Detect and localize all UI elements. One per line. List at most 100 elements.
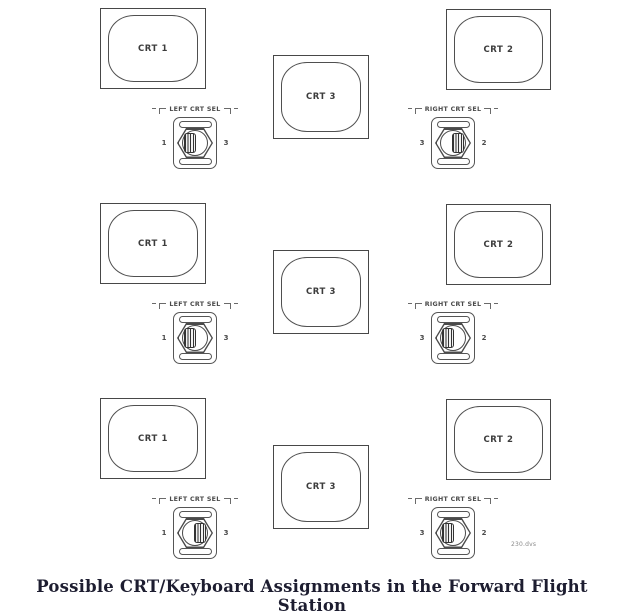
selector-title: RIGHT CRT SEL xyxy=(405,496,501,506)
switch-guard-bottom xyxy=(178,158,212,165)
crt-2-display: CRT 2 xyxy=(446,399,551,480)
bracket-left-icon xyxy=(414,108,422,114)
rotary-switch xyxy=(173,117,217,169)
selector-body: 1 3 xyxy=(147,117,243,169)
selector-title: LEFT CRT SEL xyxy=(147,301,243,311)
right-crt-selector: RIGHT CRT SEL 3 2 xyxy=(405,496,501,559)
selector-title: RIGHT CRT SEL xyxy=(405,106,501,116)
knob-grip-icon xyxy=(452,133,464,153)
position-label-left: 3 xyxy=(419,139,425,147)
knob-base-icon xyxy=(440,130,466,156)
crt-screen: CRT 3 xyxy=(281,62,361,132)
left-crt-selector: LEFT CRT SEL 1 3 xyxy=(147,106,243,169)
selector-title-text: LEFT CRT SEL xyxy=(169,301,221,308)
switch-guard-top xyxy=(178,316,212,323)
crt-screen: CRT 1 xyxy=(108,210,198,277)
knob-grip-icon xyxy=(194,523,206,543)
position-label-right: 2 xyxy=(481,139,487,147)
crt-3-display: CRT 3 xyxy=(273,55,369,139)
switch-guard-top xyxy=(436,511,470,518)
crt-label: CRT 2 xyxy=(483,44,514,55)
selector-title: LEFT CRT SEL xyxy=(147,106,243,116)
crt-label: CRT 2 xyxy=(483,239,514,250)
bracket-dash-icon xyxy=(233,498,238,499)
crt-screen: CRT 3 xyxy=(281,452,361,522)
selector-body: 3 2 xyxy=(405,312,501,364)
bracket-left-icon xyxy=(414,498,422,504)
bracket-dash-icon xyxy=(233,108,238,109)
switch-guard-bottom xyxy=(178,548,212,555)
rotary-switch xyxy=(431,117,475,169)
selector-title-text: LEFT CRT SEL xyxy=(169,106,221,113)
position-label-left: 3 xyxy=(419,529,425,537)
selector-title-text: LEFT CRT SEL xyxy=(169,496,221,503)
right-crt-selector: RIGHT CRT SEL 3 2 xyxy=(405,106,501,169)
bracket-dash-icon xyxy=(233,303,238,304)
selector-body: 3 2 xyxy=(405,507,501,559)
knob-base-icon xyxy=(182,520,208,546)
position-label-right: 3 xyxy=(223,139,229,147)
position-label-right: 2 xyxy=(481,334,487,342)
switch-guard-bottom xyxy=(436,548,470,555)
knob xyxy=(435,518,471,548)
selector-body: 1 3 xyxy=(147,507,243,559)
position-label-right: 2 xyxy=(481,529,487,537)
bracket-left-icon xyxy=(159,108,167,114)
knob-grip-icon xyxy=(184,133,196,153)
crt-label: CRT 1 xyxy=(137,238,169,249)
bracket-right-icon xyxy=(484,303,492,309)
selector-title-text: RIGHT CRT SEL xyxy=(424,496,482,503)
crt-label: CRT 3 xyxy=(305,287,337,297)
bracket-dash-icon xyxy=(152,303,157,304)
crt-screen: CRT 3 xyxy=(281,257,361,327)
switch-guard-bottom xyxy=(436,158,470,165)
bracket-dash-icon xyxy=(407,108,412,109)
left-crt-selector: LEFT CRT SEL 1 3 xyxy=(147,301,243,364)
bracket-dash-icon xyxy=(152,108,157,109)
switch-guard-top xyxy=(178,121,212,128)
knob xyxy=(435,128,471,158)
selector-title: LEFT CRT SEL xyxy=(147,496,243,506)
bracket-right-icon xyxy=(223,303,231,309)
left-crt-selector: LEFT CRT SEL 1 3 xyxy=(147,496,243,559)
crt-2-display: CRT 2 xyxy=(446,204,551,285)
bracket-dash-icon xyxy=(494,303,499,304)
knob xyxy=(177,518,213,548)
knob-grip-icon xyxy=(442,523,454,543)
crt-label: CRT 1 xyxy=(137,43,169,54)
knob xyxy=(435,323,471,353)
position-label-left: 1 xyxy=(161,334,167,342)
selector-body: 3 2 xyxy=(405,117,501,169)
bracket-dash-icon xyxy=(494,108,499,109)
knob-base-icon xyxy=(182,130,208,156)
knob xyxy=(177,323,213,353)
crt-1-display: CRT 1 xyxy=(100,8,206,89)
selector-title: RIGHT CRT SEL xyxy=(405,301,501,311)
crt-label: CRT 2 xyxy=(483,434,514,445)
bracket-right-icon xyxy=(223,108,231,114)
selector-title-text: RIGHT CRT SEL xyxy=(424,106,482,113)
rotary-switch xyxy=(431,507,475,559)
selector-body: 1 3 xyxy=(147,312,243,364)
selector-title-text: RIGHT CRT SEL xyxy=(424,301,482,308)
bracket-right-icon xyxy=(484,498,492,504)
crt-screen: CRT 2 xyxy=(454,406,543,473)
bracket-dash-icon xyxy=(407,498,412,499)
rotary-switch xyxy=(173,312,217,364)
position-label-right: 3 xyxy=(223,529,229,537)
knob-grip-icon xyxy=(442,328,454,348)
crt-screen: CRT 1 xyxy=(108,15,198,82)
switch-guard-top xyxy=(178,511,212,518)
bracket-dash-icon xyxy=(152,498,157,499)
bracket-left-icon xyxy=(414,303,422,309)
figure-file-label: 230.dvs xyxy=(511,541,537,548)
right-crt-selector: RIGHT CRT SEL 3 2 xyxy=(405,301,501,364)
figure-caption: Possible CRT/Keyboard Assignments in the… xyxy=(36,577,588,615)
crt-3-display: CRT 3 xyxy=(273,250,369,334)
crt-label: CRT 3 xyxy=(305,482,337,492)
bracket-dash-icon xyxy=(494,498,499,499)
rotary-switch xyxy=(431,312,475,364)
knob-base-icon xyxy=(440,520,466,546)
crt-label: CRT 3 xyxy=(305,92,337,102)
